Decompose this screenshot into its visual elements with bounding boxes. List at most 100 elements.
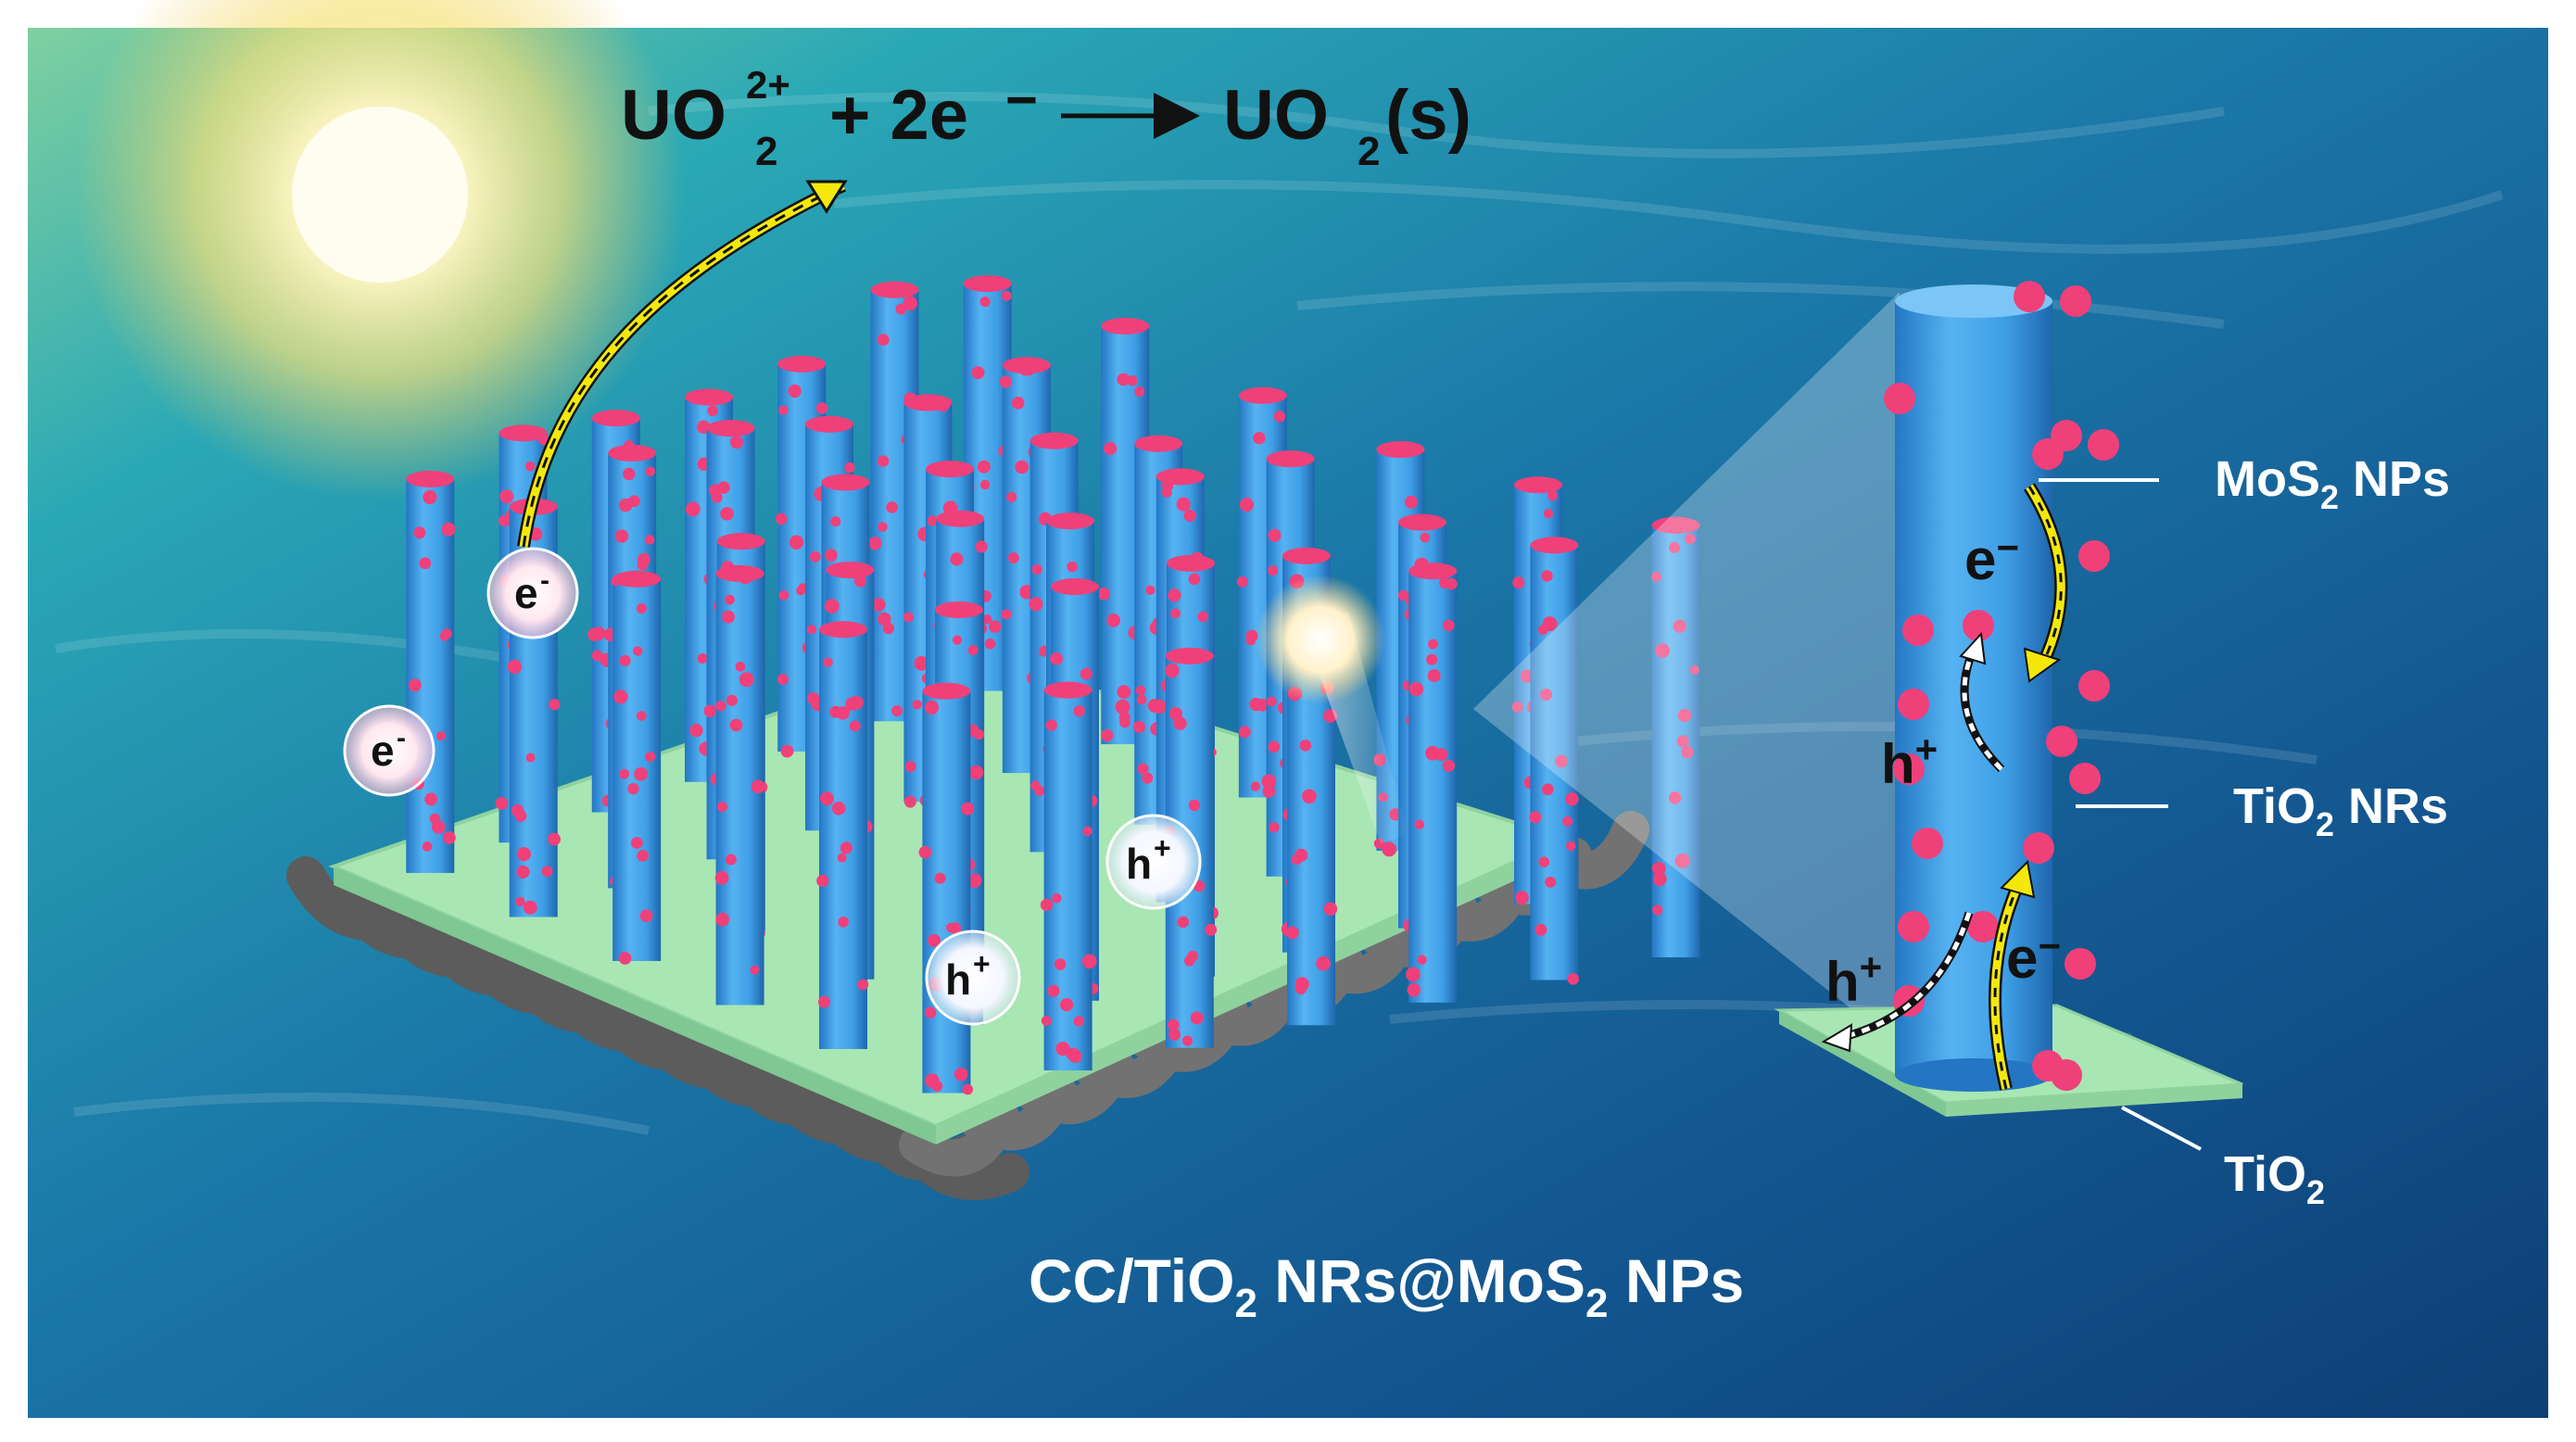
mos2-particle	[2060, 285, 2091, 317]
mos2-particle	[1541, 570, 1553, 582]
mos2-particle	[1050, 651, 1063, 665]
eq-reactant: UO	[621, 76, 726, 155]
mos2-particle	[975, 540, 988, 553]
mos2-particle	[636, 603, 647, 614]
eq-product-sub: 2	[1357, 129, 1380, 174]
mos2-particle	[419, 557, 432, 570]
eq-product: UO	[1223, 76, 1329, 155]
mos2-particle	[1245, 636, 1256, 646]
label-mos2-sub: 2	[2320, 478, 2339, 516]
mos2-particle	[778, 589, 789, 601]
mos2-particle	[1884, 383, 1915, 414]
mos2-particle	[1269, 822, 1280, 833]
mos2-particle	[1152, 699, 1167, 715]
mos2-particle	[1406, 967, 1421, 982]
svg-text:e−: e−	[1964, 525, 2019, 592]
mos2-particle	[903, 795, 916, 808]
mos2-particle	[548, 832, 561, 846]
mos2-particle	[914, 655, 929, 671]
mos2-particle	[1068, 1049, 1082, 1063]
svg-text:-: -	[397, 723, 406, 753]
mos2-particle	[1414, 819, 1425, 829]
mos2-particle	[1097, 587, 1110, 601]
label-mos2: MoS	[2215, 451, 2320, 507]
mos2-particle	[1080, 667, 1092, 680]
leader-tio2	[2121, 1106, 2202, 1151]
caption-part-c: NPs	[1608, 1246, 1744, 1315]
mos2-particle	[1512, 576, 1525, 589]
svg-text:+: +	[1154, 831, 1171, 865]
mos2-particle	[1183, 955, 1195, 967]
mos2-particle	[1059, 998, 1074, 1012]
mos2-particle	[630, 837, 643, 849]
mos2-particle	[611, 576, 621, 587]
electron-transfer-arrowhead	[805, 180, 848, 214]
mos2-particle	[1565, 792, 1579, 806]
mos2-particle	[1898, 689, 1929, 720]
mos2-particle	[1188, 799, 1201, 812]
mos2-particle	[845, 697, 859, 711]
mos2-particle	[1101, 728, 1114, 742]
mos2-particle	[715, 701, 726, 712]
mos2-particle	[619, 654, 631, 666]
mos2-particle	[838, 917, 850, 928]
mos2-particle	[1115, 699, 1130, 715]
nanorod	[406, 470, 456, 873]
mos2-particle	[971, 366, 985, 380]
mos2-particle	[853, 575, 866, 588]
mos2-particle	[613, 689, 628, 704]
mos2-particle	[1168, 588, 1181, 602]
mos2-particle	[1681, 746, 1694, 759]
mos2-particle	[877, 455, 890, 467]
mos2-particle	[685, 501, 701, 517]
mos2-particle	[441, 522, 456, 537]
mos2-particle	[912, 700, 922, 710]
mos2-particle	[857, 979, 869, 991]
label-tio2-nrs: TiO	[2233, 778, 2316, 834]
label-tio2-nrs-sub: 2	[2316, 805, 2334, 843]
mos2-particle	[1299, 740, 1312, 752]
mos2-particle	[831, 801, 846, 816]
mos2-particle	[1145, 585, 1155, 596]
mos2-particle	[1253, 432, 1266, 445]
mos2-particle	[961, 802, 975, 816]
inset-electron-top: e	[1964, 528, 1996, 592]
mos2-particle	[633, 646, 643, 656]
hole-bubble-1: h +	[1105, 814, 1202, 910]
mos2-particle	[806, 625, 817, 635]
mos2-particle	[707, 405, 718, 417]
mos2-particle	[614, 529, 629, 543]
mos2-particle	[1651, 861, 1666, 876]
mos2-particle	[928, 933, 941, 947]
mos2-particle	[891, 705, 903, 717]
mos2-particle	[1542, 616, 1558, 632]
svg-text:h: h	[1126, 840, 1152, 888]
mos2-particle	[1040, 898, 1054, 912]
mos2-particle	[1547, 490, 1559, 501]
mos2-particle	[924, 1006, 937, 1018]
mos2-particle	[507, 659, 523, 675]
mos2-particle	[1267, 696, 1277, 707]
mos2-particle	[1170, 608, 1181, 619]
mos2-particle	[644, 535, 655, 545]
mos2-particle	[1674, 853, 1690, 868]
mos2-particle	[1047, 984, 1060, 997]
mos2-particle	[1967, 911, 1999, 942]
mos2-particle	[935, 398, 950, 412]
mos2-particle	[809, 550, 821, 563]
mos2-particle	[499, 489, 514, 504]
mos2-particle	[825, 599, 840, 613]
mos2-particle	[1045, 719, 1057, 731]
mos2-particle	[868, 537, 882, 550]
mos2-particle	[1236, 576, 1248, 588]
mos2-particle	[2023, 832, 2054, 864]
mos2-particle	[424, 792, 438, 806]
mos2-particle	[541, 866, 553, 878]
mos2-particle	[523, 900, 537, 915]
mos2-particle	[634, 766, 649, 781]
mos2-particle	[1250, 781, 1261, 791]
mos2-particle	[689, 723, 703, 738]
mos2-particle	[2014, 281, 2045, 312]
mos2-particle	[1073, 705, 1085, 717]
mos2-particle	[1397, 589, 1409, 601]
